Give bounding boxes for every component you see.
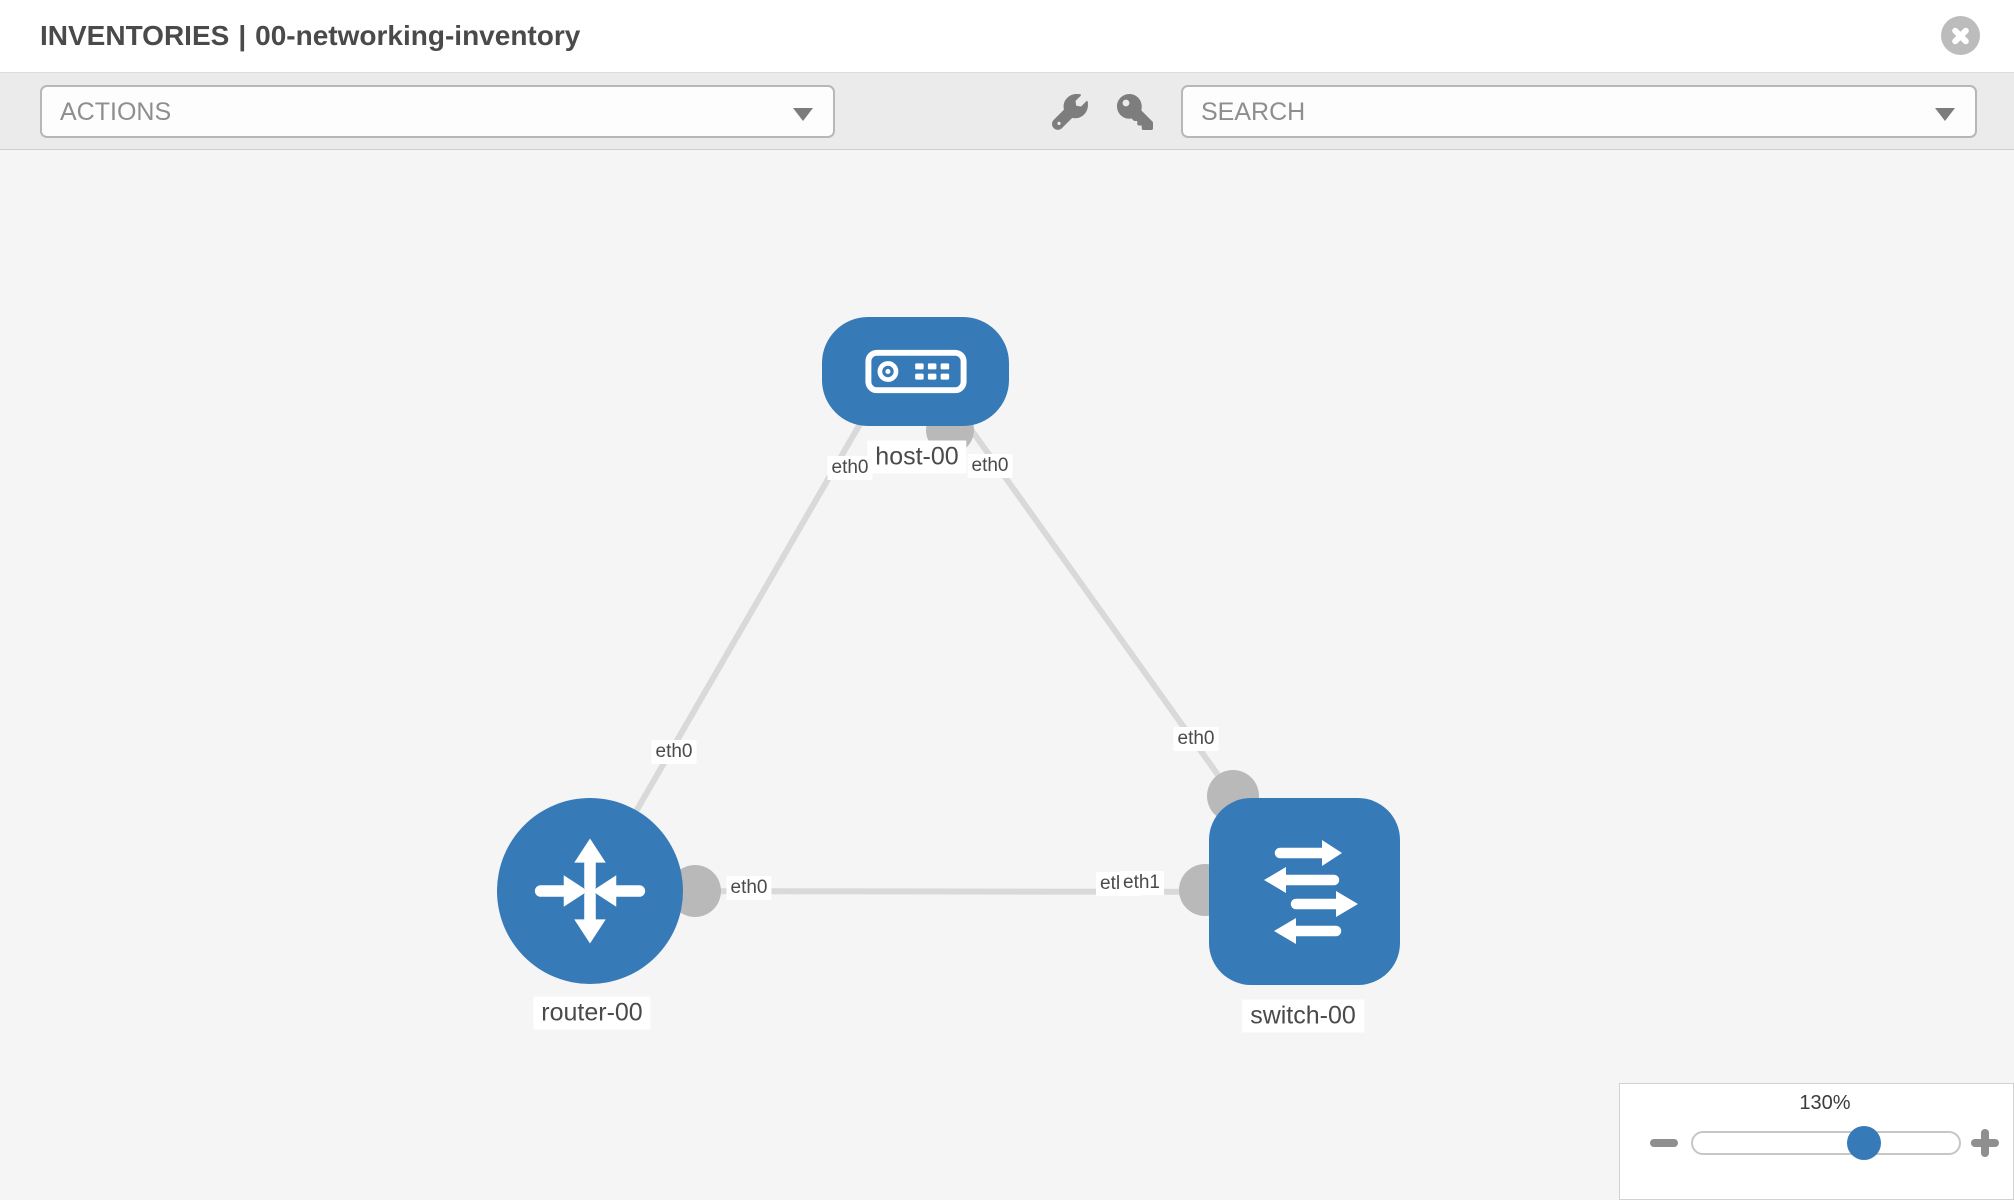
topology-canvas[interactable]: host-00 router-00 switch-00 eth0 eth0 et… xyxy=(0,150,2014,1200)
zoom-control-panel: 130% xyxy=(1619,1083,2014,1200)
interface-label-host-eth0-right: eth0 xyxy=(967,454,1013,478)
plus-icon xyxy=(1981,1129,1989,1157)
node-router-00[interactable] xyxy=(497,798,683,984)
key-icon xyxy=(1117,94,1153,130)
title-inventory-name: 00-networking-inventory xyxy=(255,20,581,51)
host-server-icon xyxy=(864,349,967,394)
node-label-host-00[interactable]: host-00 xyxy=(867,440,967,474)
title-divider: | xyxy=(238,20,247,51)
zoom-out-button[interactable] xyxy=(1650,1139,1678,1147)
page-title: INVENTORIES | 00-networking-inventory xyxy=(40,0,580,72)
interface-label-switch-eth0-uplink: eth0 xyxy=(1173,727,1219,751)
node-label-switch-00[interactable]: switch-00 xyxy=(1242,999,1364,1033)
title-section: INVENTORIES xyxy=(40,20,230,51)
node-host-00[interactable] xyxy=(822,317,1009,426)
interface-label-switch-eth1: eth1 xyxy=(1119,871,1164,895)
actions-dropdown[interactable]: ACTIONS xyxy=(40,85,835,138)
caret-down-icon xyxy=(1935,108,1955,121)
actions-dropdown-label: ACTIONS xyxy=(60,98,172,126)
zoom-in-button[interactable] xyxy=(1971,1129,1999,1157)
wrench-icon xyxy=(1052,93,1088,130)
router-arrows-icon xyxy=(534,838,646,944)
topology-links-layer xyxy=(587,370,1306,917)
zoom-slider-track[interactable] xyxy=(1691,1131,1961,1155)
toolbar: ACTIONS SEARCH xyxy=(0,72,2014,150)
search-dropdown[interactable]: SEARCH xyxy=(1181,85,1977,138)
interface-label-router-eth0-uplink: eth0 xyxy=(651,740,697,764)
close-button[interactable] xyxy=(1941,16,1980,55)
node-label-router-00[interactable]: router-00 xyxy=(533,996,651,1030)
credentials-button[interactable] xyxy=(1117,94,1153,130)
caret-down-icon xyxy=(793,108,813,121)
zoom-slider-thumb[interactable] xyxy=(1847,1126,1881,1160)
interface-label-host-eth0-left: eth0 xyxy=(827,456,873,480)
configure-button[interactable] xyxy=(1052,93,1088,130)
node-switch-00[interactable] xyxy=(1209,798,1400,985)
link-host-switch[interactable] xyxy=(927,370,1236,798)
header: INVENTORIES | 00-networking-inventory xyxy=(0,0,2014,72)
search-placeholder: SEARCH xyxy=(1201,98,1306,126)
switch-arrows-icon xyxy=(1263,839,1358,944)
zoom-level-text: 130% xyxy=(1799,1092,1851,1114)
interface-label-router-eth0: eth0 xyxy=(726,876,772,900)
